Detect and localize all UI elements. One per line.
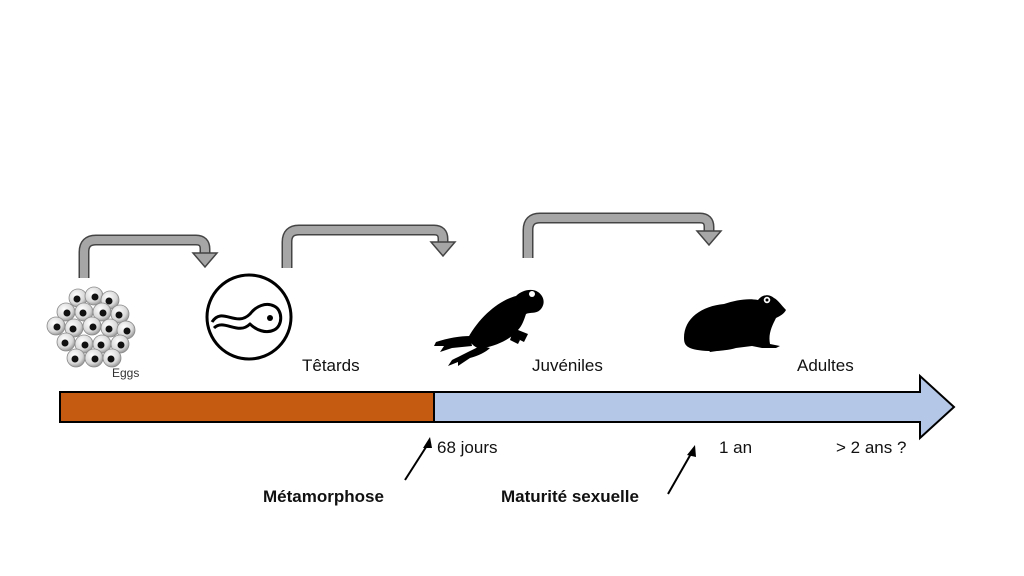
time-label-1-year: 1 an — [719, 438, 753, 457]
egg-embryo — [105, 325, 113, 333]
egg-embryo — [79, 309, 87, 317]
metamorphosis-label: Métamorphose — [263, 487, 384, 506]
egg-embryo — [71, 355, 79, 363]
tadpole-period-bar — [59, 391, 435, 423]
juvenile-adult-period-arrow — [433, 373, 956, 441]
stage-arrow-eggs-to-tadpoles — [78, 234, 219, 278]
time-label-68-days: 68 jours — [437, 438, 498, 457]
egg-embryo — [117, 341, 125, 349]
juveniles-label: Juvéniles — [532, 356, 603, 375]
tadpoles-label: Têtards — [302, 356, 360, 375]
egg-embryo — [53, 323, 61, 331]
stage-arrow-tadpoles-to-juveniles — [281, 224, 457, 268]
eggs-cluster-icon — [46, 286, 136, 368]
egg-embryo — [69, 325, 77, 333]
egg-embryo — [91, 293, 99, 301]
egg-embryo — [89, 323, 97, 331]
egg-embryo — [91, 355, 99, 363]
egg-embryo — [123, 327, 131, 335]
egg-embryo — [81, 341, 89, 349]
egg-embryo — [105, 297, 113, 305]
adults-label: Adultes — [797, 356, 854, 375]
metamorphosis-pointer-arrow — [404, 437, 432, 481]
tadpole-icon — [205, 273, 293, 361]
time-label-2-years: > 2 ans ? — [836, 438, 907, 457]
egg-embryo — [61, 339, 69, 347]
stage-arrow-juveniles-to-adults — [522, 212, 723, 258]
egg-embryo — [107, 355, 115, 363]
egg-embryo — [73, 295, 81, 303]
adult-frog-icon — [684, 295, 786, 352]
egg-embryo — [115, 311, 123, 319]
timeline-bar — [59, 373, 956, 441]
egg-embryo — [63, 309, 71, 317]
egg-embryo — [97, 341, 105, 349]
juvenile-frog-icon — [434, 289, 544, 366]
sexual-maturity-label: Maturité sexuelle — [501, 487, 639, 506]
egg-embryo — [99, 309, 107, 317]
maturity-pointer-arrow — [667, 445, 696, 495]
eggs-label: Eggs — [112, 366, 140, 380]
